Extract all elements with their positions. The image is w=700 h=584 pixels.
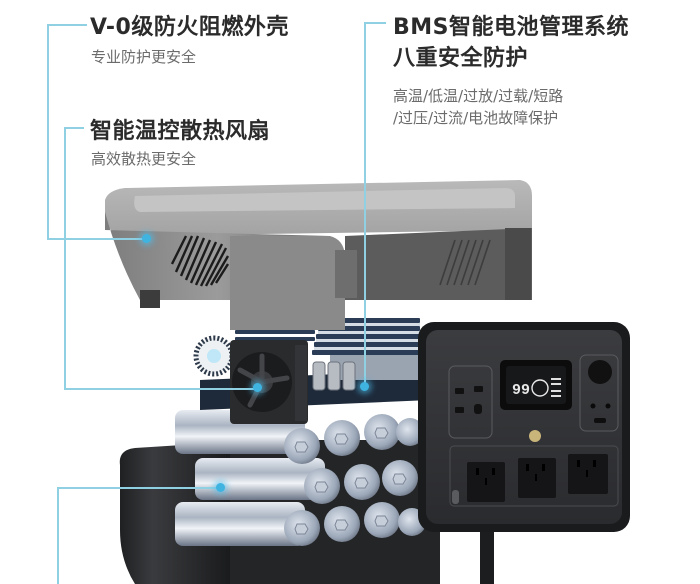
- callout-line-battery-top: [57, 487, 222, 489]
- callout-line-bms-vertical: [364, 22, 366, 387]
- callout-dot-bms: [360, 382, 369, 391]
- callout-title-bms-line1: BMS智能电池管理系统: [393, 15, 630, 40]
- heatsink-and-board: [193, 318, 430, 424]
- callout-title-fan: 智能温控散热风扇: [90, 119, 271, 144]
- callout-dot-fan: [253, 383, 262, 392]
- callout-line-bms-top: [364, 22, 386, 24]
- callout-dot-battery: [216, 483, 225, 492]
- callout-subtitle-bms-line2: /过压/过流/电池故障保护: [393, 109, 559, 127]
- callout-line-battery-vertical: [57, 487, 59, 584]
- battery-cells: [175, 410, 426, 546]
- callout-subtitle-fan: 高效散热更安全: [91, 150, 197, 168]
- callout-line-fan-vertical: [64, 127, 66, 389]
- callout-line-shell-vertical: [47, 24, 49, 238]
- callout-line-shell-top: [47, 24, 87, 26]
- callout-subtitle-bms-line1: 高温/低温/过放/过载/短路: [393, 87, 564, 105]
- front-control-panel: 99: [418, 322, 630, 532]
- callout-line-shell-pointer: [47, 238, 147, 240]
- top-shell: [105, 180, 532, 330]
- callout-title-bms-line2: 八重安全防护: [393, 46, 529, 71]
- vent-grille: [170, 235, 230, 287]
- callout-line-fan-top: [64, 127, 84, 129]
- callout-line-fan-pointer: [64, 388, 260, 390]
- callout-title-shell: V-0级防火阻燃外壳: [90, 15, 289, 40]
- callout-dot-shell: [142, 234, 151, 243]
- callout-subtitle-shell: 专业防护更安全: [91, 48, 197, 66]
- power-button[interactable]: [529, 430, 541, 442]
- battery-percent-readout: 99: [512, 382, 530, 399]
